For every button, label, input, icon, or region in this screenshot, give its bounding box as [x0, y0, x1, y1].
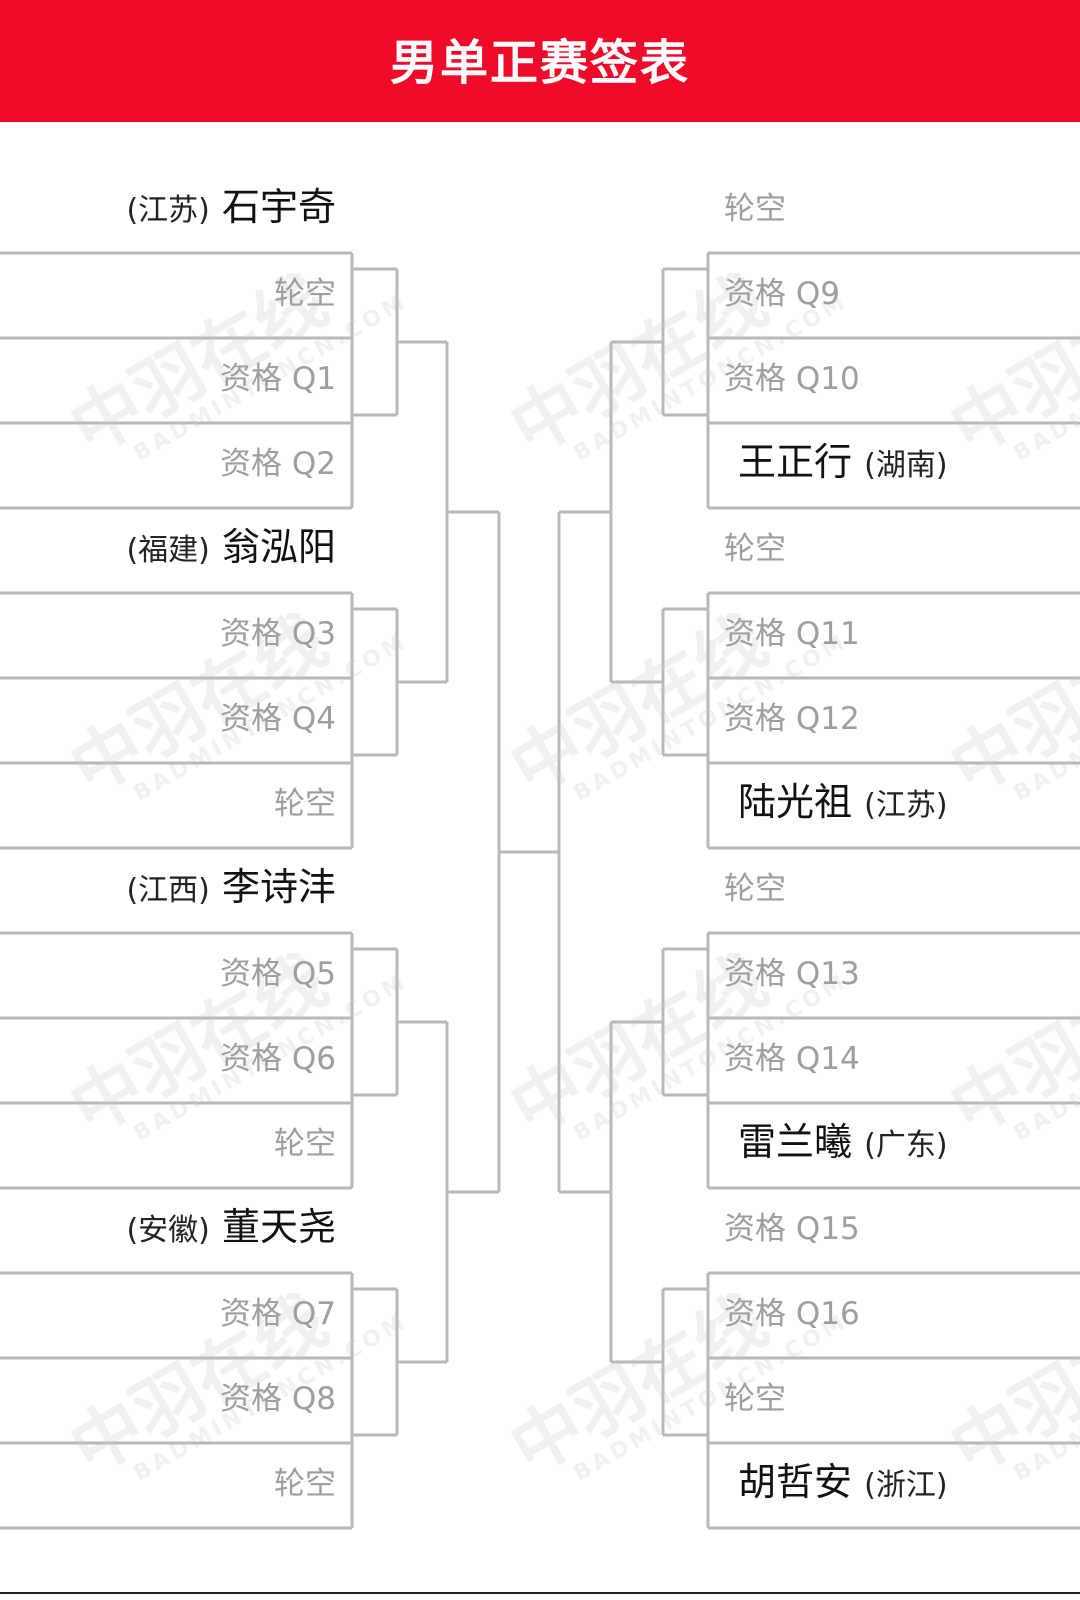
- draw-slot-label: 资格 Q4: [220, 701, 336, 737]
- draw-slot-label: 资格 Q10: [724, 361, 860, 397]
- draw-slot-label: 资格 Q14: [724, 1041, 860, 1077]
- draw-slot-label: 资格 Q11: [724, 616, 860, 652]
- draw-slot-label: 资格 Q6: [220, 1041, 336, 1077]
- player-entry: (安徽) 董天尧: [126, 1208, 336, 1246]
- draw-slot-label: 资格 Q3: [220, 616, 336, 652]
- player-name: 胡哲安: [738, 1460, 853, 1504]
- draw-slot-label: 资格 Q2: [220, 446, 336, 482]
- player-entry: (福建) 翁泓阳: [126, 528, 336, 566]
- player-entry: 雷兰曦 (广东): [738, 1123, 948, 1161]
- player-entry: 胡哲安 (浙江): [738, 1463, 948, 1501]
- player-name: 陆光祖: [738, 780, 853, 824]
- draw-slot-label: 轮空: [724, 871, 786, 907]
- draw-slot-label: 轮空: [274, 1126, 336, 1162]
- draw-slot-label: 资格 Q5: [220, 956, 336, 992]
- player-province: (湖南): [864, 448, 948, 483]
- player-province: (江苏): [126, 193, 210, 228]
- player-entry: 王正行 (湖南): [738, 443, 948, 481]
- draw-slot-label: 资格 Q12: [724, 701, 860, 737]
- draw-slot-label: 轮空: [274, 276, 336, 312]
- draw-slot-label: 轮空: [724, 191, 786, 227]
- draw-slot-label: 资格 Q15: [724, 1211, 860, 1247]
- player-province: (江西): [126, 873, 210, 908]
- player-name: 石宇奇: [221, 185, 336, 229]
- player-name: 王正行: [738, 440, 853, 484]
- player-province: (广东): [864, 1128, 948, 1163]
- draw-slot-label: 资格 Q13: [724, 956, 860, 992]
- draw-slot-label: 资格 Q7: [220, 1296, 336, 1332]
- player-entry: (江苏) 石宇奇: [126, 188, 336, 226]
- player-entry: (江西) 李诗沣: [126, 868, 336, 906]
- page-title: 男单正赛签表: [389, 35, 690, 91]
- player-name: 雷兰曦: [738, 1120, 853, 1164]
- player-province: (江苏): [864, 788, 948, 823]
- draw-slot-label: 轮空: [724, 531, 786, 567]
- player-entry: 陆光祖 (江苏): [738, 783, 948, 821]
- player-province: (安徽): [126, 1213, 210, 1248]
- draw-slot-label: 资格 Q9: [724, 276, 840, 312]
- player-province: (福建): [126, 533, 210, 568]
- player-name: 李诗沣: [221, 865, 336, 909]
- player-name: 翁泓阳: [221, 525, 336, 569]
- draw-slot-label: 资格 Q16: [724, 1296, 860, 1332]
- player-province: (浙江): [864, 1468, 948, 1503]
- draw-slot-label: 资格 Q1: [220, 361, 336, 397]
- bottom-divider: [0, 1592, 1080, 1594]
- draw-slot-label: 轮空: [274, 1466, 336, 1502]
- draw-slot-label: 资格 Q8: [220, 1381, 336, 1417]
- draw-slot-label: 轮空: [724, 1381, 786, 1417]
- header-bar: 男单正赛签表: [0, 0, 1080, 122]
- player-name: 董天尧: [221, 1205, 336, 1249]
- draw-slot-label: 轮空: [274, 786, 336, 822]
